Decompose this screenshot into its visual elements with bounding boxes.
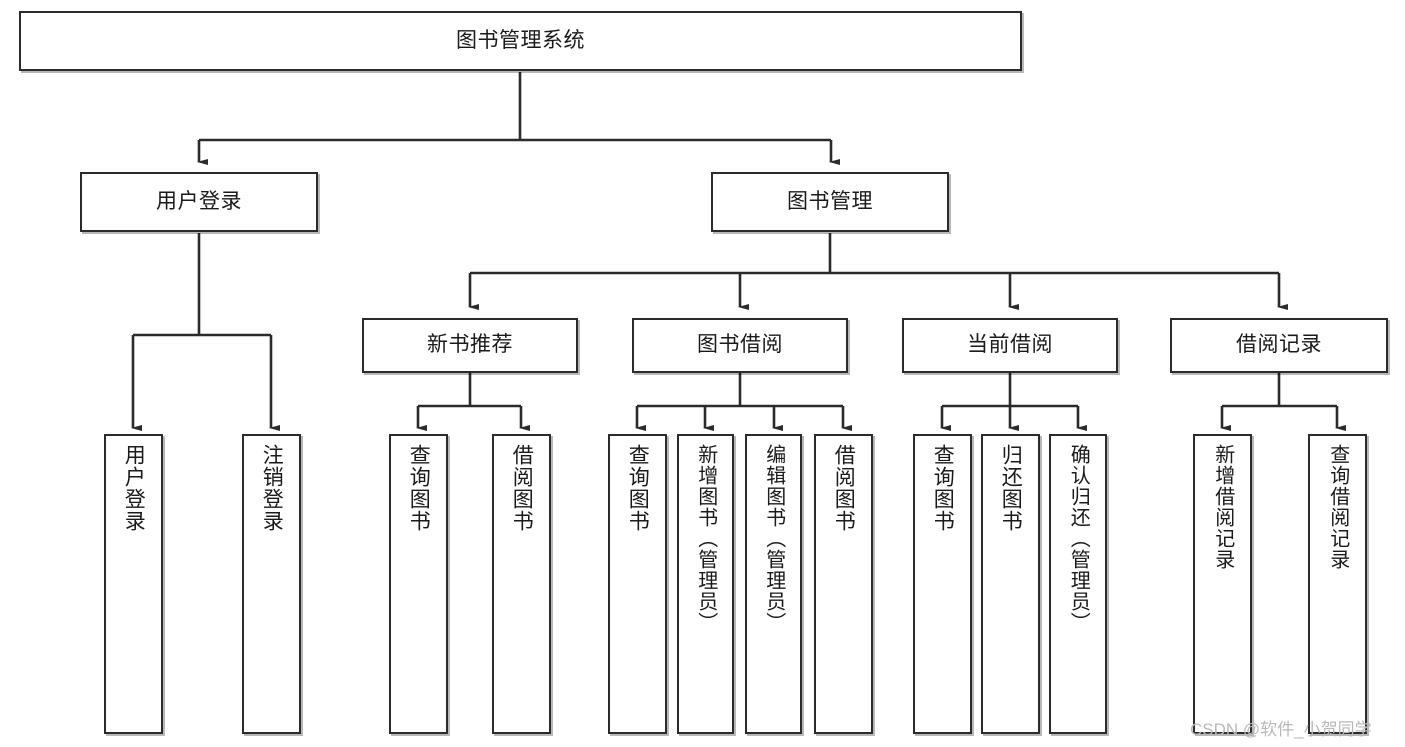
leaf-query-book-2[interactable]: 查询图书 — [608, 434, 667, 734]
leaf-return-book-label: 归还图书 — [999, 444, 1023, 532]
leaf-confirm-return-label: 确认归还（管理员） — [1067, 444, 1090, 633]
node-book-management-label: 图书管理 — [787, 189, 873, 213]
csdn-watermark: CSDN @软件_小贺同学 — [1190, 720, 1372, 739]
node-borrow-record[interactable]: 借阅记录 — [1170, 318, 1388, 373]
node-book-borrow[interactable]: 图书借阅 — [632, 318, 848, 373]
leaf-query-record[interactable]: 查询借阅记录 — [1308, 434, 1367, 734]
leaf-add-record[interactable]: 新增借阅记录 — [1193, 434, 1252, 734]
leaf-user-login[interactable]: 用户登录 — [104, 434, 163, 734]
leaf-query-book-3[interactable]: 查询图书 — [913, 434, 972, 734]
node-current-borrow[interactable]: 当前借阅 — [902, 318, 1118, 373]
node-new-book-recommend-label: 新书推荐 — [427, 333, 513, 357]
leaf-edit-book-label: 编辑图书（管理员） — [762, 444, 785, 633]
leaf-query-book-2-label: 查询图书 — [626, 444, 650, 532]
node-root[interactable]: 图书管理系统 — [19, 11, 1022, 71]
leaf-borrow-book-2[interactable]: 借阅图书 — [814, 434, 873, 734]
leaf-query-book-1-label: 查询图书 — [407, 444, 431, 532]
node-book-borrow-label: 图书借阅 — [697, 333, 783, 357]
node-new-book-recommend[interactable]: 新书推荐 — [362, 318, 578, 373]
node-book-management[interactable]: 图书管理 — [711, 172, 949, 232]
leaf-query-record-label: 查询借阅记录 — [1326, 444, 1349, 570]
node-user-login-label: 用户登录 — [156, 189, 242, 213]
node-borrow-record-label: 借阅记录 — [1236, 333, 1322, 357]
leaf-user-login-label: 用户登录 — [122, 444, 146, 532]
leaf-query-book-3-label: 查询图书 — [931, 444, 955, 532]
leaf-logout[interactable]: 注销登录 — [242, 434, 301, 734]
leaf-add-book-label: 新增图书（管理员） — [694, 444, 717, 633]
leaf-edit-book[interactable]: 编辑图书（管理员） — [745, 434, 802, 734]
leaf-borrow-book-1-label: 借阅图书 — [510, 444, 534, 532]
node-current-borrow-label: 当前借阅 — [967, 333, 1053, 357]
leaf-logout-label: 注销登录 — [260, 444, 284, 532]
leaf-borrow-book-2-label: 借阅图书 — [832, 444, 856, 532]
leaf-confirm-return[interactable]: 确认归还（管理员） — [1049, 434, 1107, 734]
leaf-add-record-label: 新增借阅记录 — [1211, 444, 1234, 570]
node-user-login[interactable]: 用户登录 — [80, 172, 318, 232]
leaf-add-book[interactable]: 新增图书（管理员） — [677, 434, 734, 734]
node-root-label: 图书管理系统 — [456, 28, 585, 52]
leaf-borrow-book-1[interactable]: 借阅图书 — [492, 434, 551, 734]
leaf-return-book[interactable]: 归还图书 — [981, 434, 1040, 734]
leaf-query-book-1[interactable]: 查询图书 — [389, 434, 448, 734]
